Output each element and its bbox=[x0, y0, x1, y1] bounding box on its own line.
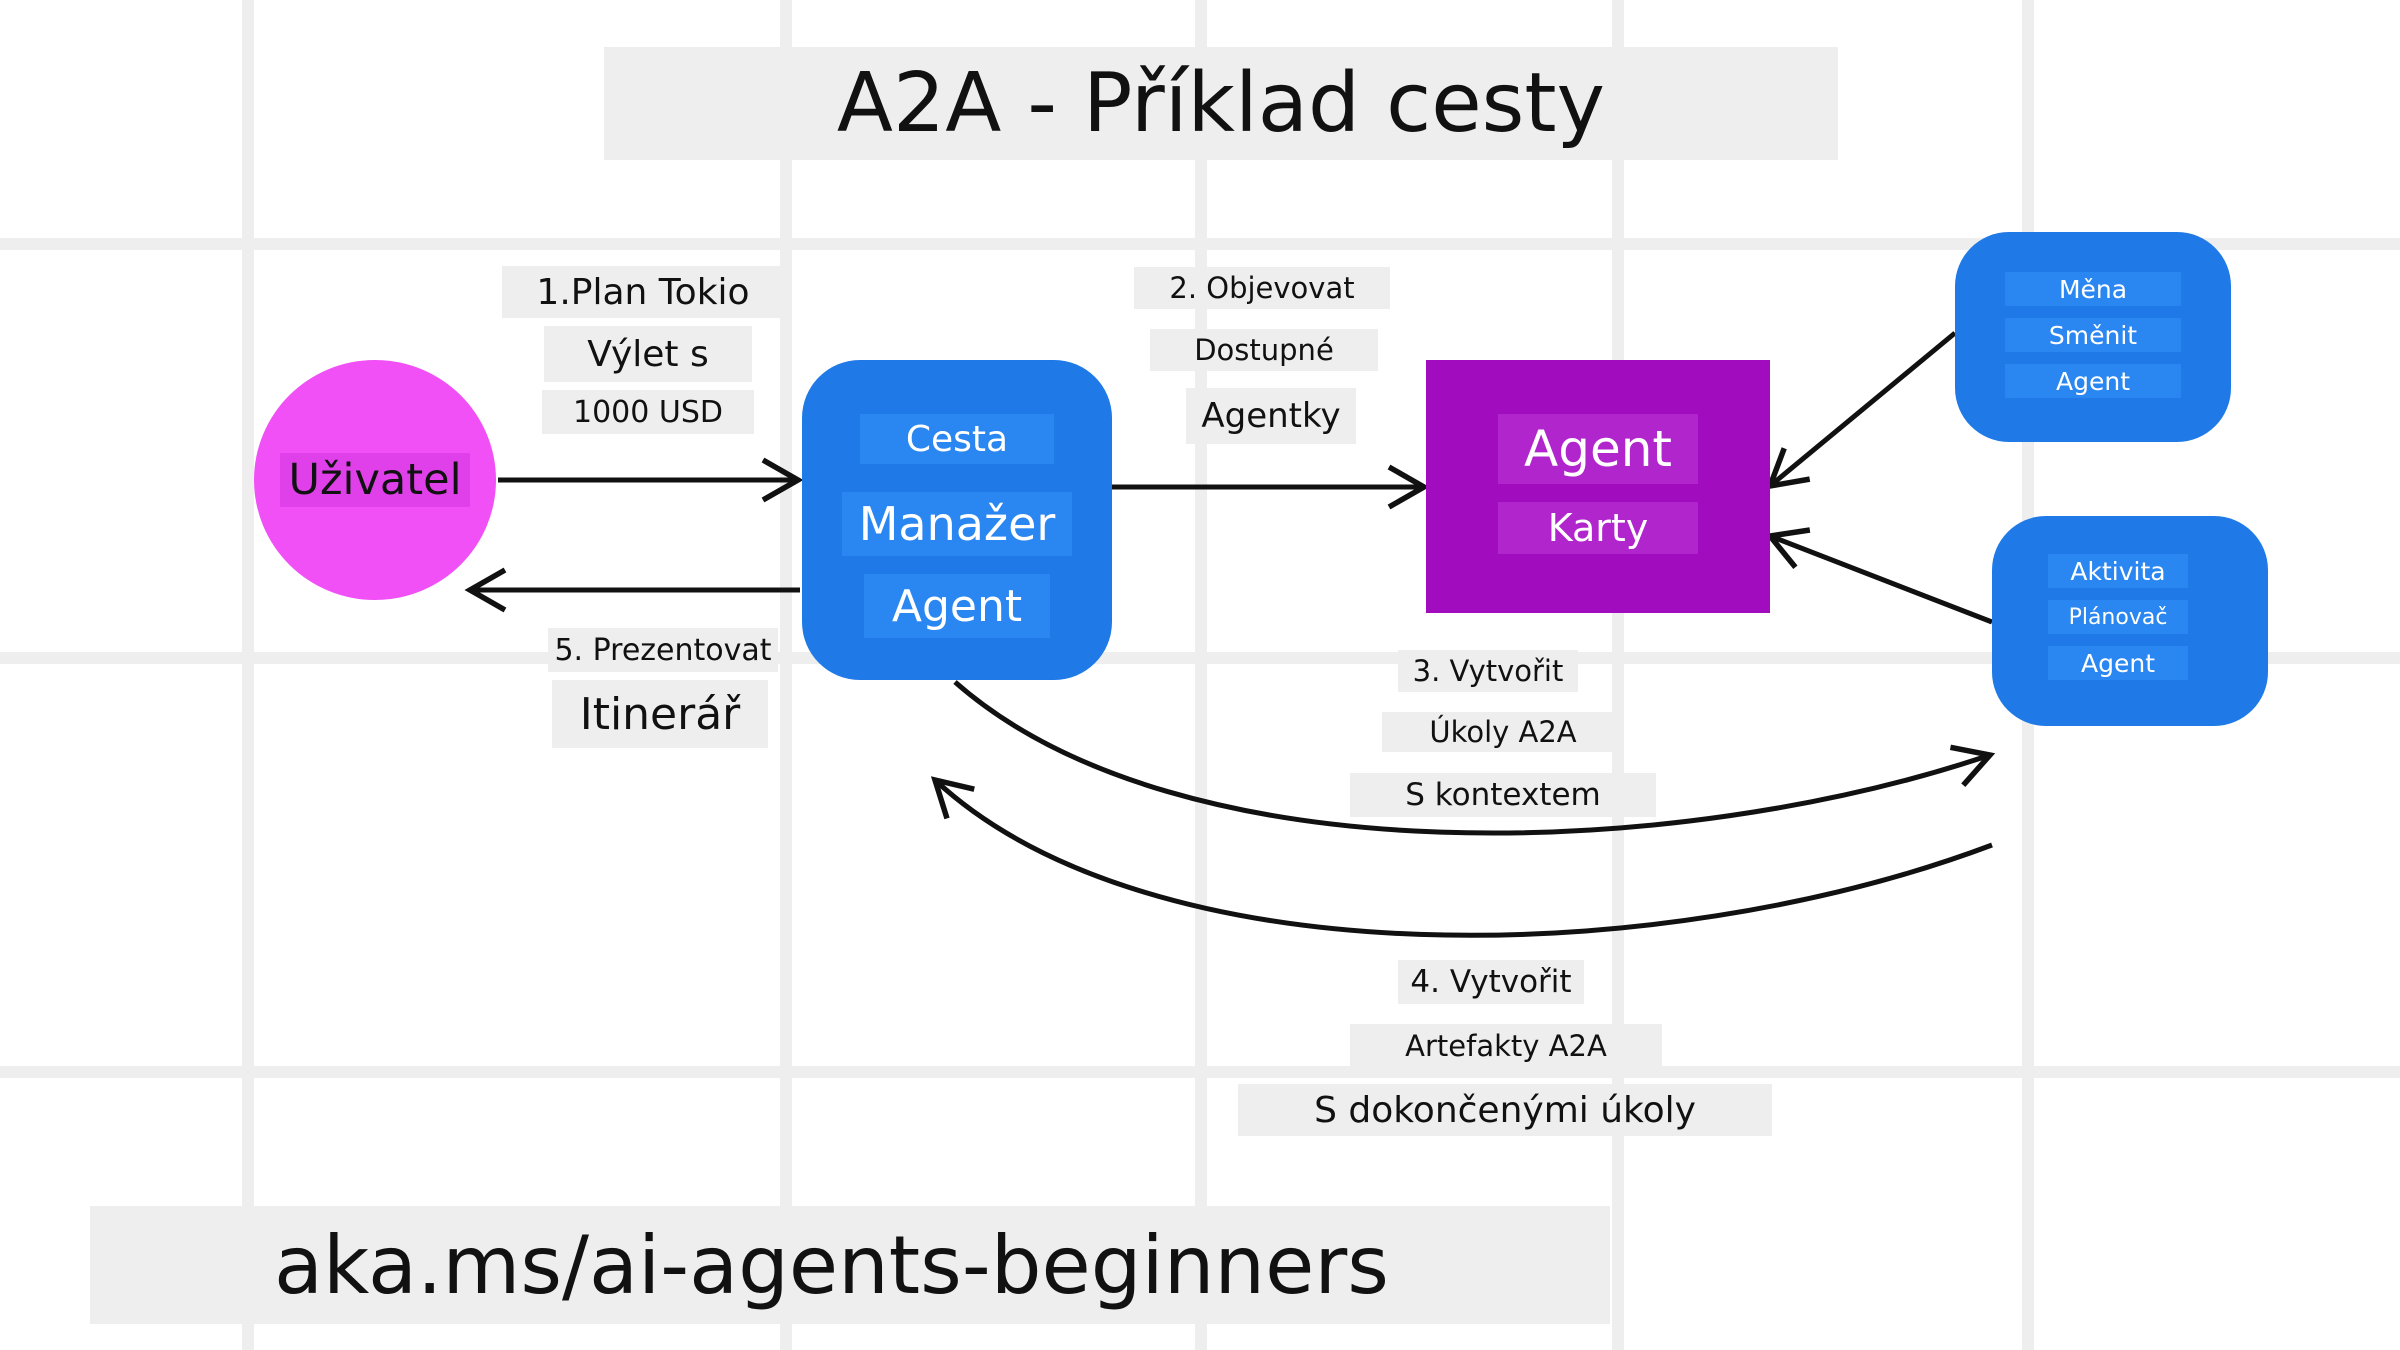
grid-line bbox=[780, 0, 792, 1350]
step5-line: 5. Prezentovat bbox=[548, 628, 778, 672]
step4-line: 4. Vytvořit bbox=[1398, 960, 1584, 1004]
travel-manager-line: Manažer bbox=[842, 492, 1072, 556]
footer-link[interactable]: aka.ms/ai-agents-beginners bbox=[90, 1206, 1610, 1324]
step3-line: S kontextem bbox=[1350, 773, 1656, 817]
grid-line bbox=[0, 1066, 2400, 1078]
step2-line: Agentky bbox=[1186, 388, 1356, 444]
page-title: A2A - Příklad cesty bbox=[604, 47, 1838, 160]
activity-agent-node: Aktivita Plánovač Agent bbox=[1992, 516, 2268, 726]
step4-line: S dokončenými úkoly bbox=[1238, 1084, 1772, 1136]
arrow-activity-to-card bbox=[1764, 527, 1993, 625]
agent-card-line: Karty bbox=[1498, 502, 1698, 554]
arrow-activity-to-manager bbox=[930, 776, 1993, 938]
grid-line bbox=[1612, 0, 1624, 1350]
travel-manager-node: Cesta Manažer Agent bbox=[802, 360, 1112, 680]
grid-line bbox=[242, 0, 254, 1350]
arrow-manager-to-activity bbox=[953, 680, 1996, 836]
footer-link-text[interactable]: aka.ms/ai-agents-beginners bbox=[274, 1218, 1389, 1312]
step2-line: Dostupné bbox=[1150, 329, 1378, 371]
step1-line: 1.Plan Tokio bbox=[502, 266, 784, 318]
travel-manager-line: Cesta bbox=[860, 414, 1054, 464]
step2-line: 2. Objevovat bbox=[1134, 267, 1390, 309]
agent-card-line: Agent bbox=[1498, 414, 1698, 484]
activity-agent-line: Plánovač bbox=[2048, 600, 2188, 634]
arrow-currency-to-card bbox=[1765, 331, 1957, 490]
currency-agent-line: Agent bbox=[2005, 364, 2181, 398]
user-node: Uživatel bbox=[254, 360, 496, 600]
activity-agent-line: Aktivita bbox=[2048, 554, 2188, 588]
step3-line: 3. Vytvořit bbox=[1398, 650, 1578, 692]
grid-line bbox=[0, 238, 2400, 250]
step4-line: Artefakty A2A bbox=[1350, 1024, 1662, 1068]
step1-line: 1000 USD bbox=[542, 390, 754, 434]
travel-manager-line: Agent bbox=[864, 574, 1050, 638]
user-node-label: Uživatel bbox=[280, 453, 470, 507]
activity-agent-line: Agent bbox=[2048, 646, 2188, 680]
agent-card-node: Agent Karty bbox=[1426, 360, 1770, 613]
currency-agent-line: Měna bbox=[2005, 272, 2181, 306]
step5-line: Itinerář bbox=[552, 680, 768, 748]
step3-line: Úkoly A2A bbox=[1382, 712, 1624, 752]
step1-line: Výlet s bbox=[544, 326, 752, 382]
page-title-text: A2A - Příklad cesty bbox=[836, 56, 1606, 151]
currency-agent-line: Směnit bbox=[2005, 318, 2181, 352]
currency-agent-node: Měna Směnit Agent bbox=[1955, 232, 2231, 442]
